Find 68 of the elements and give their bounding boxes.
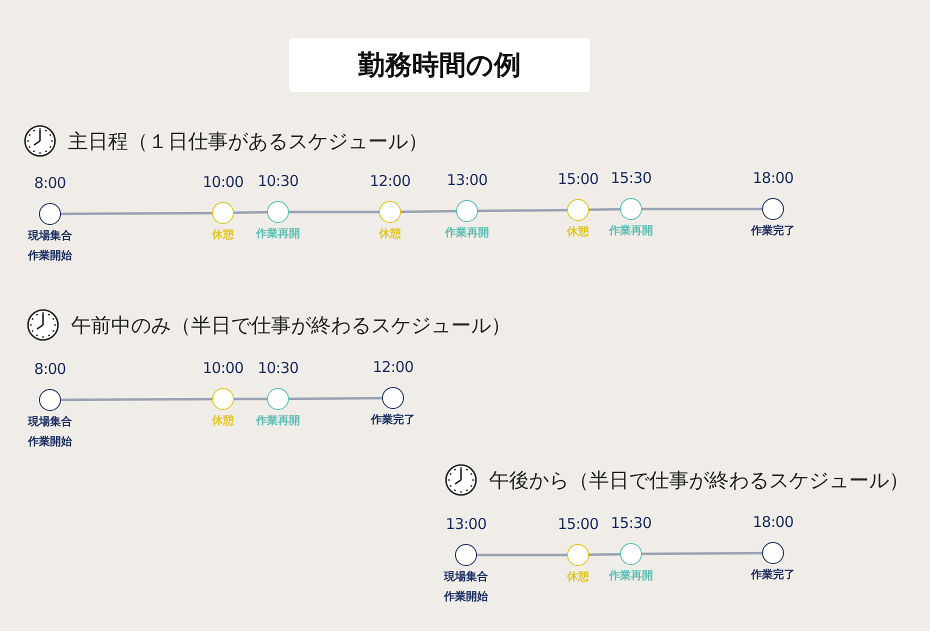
status-label: 作業開始 <box>444 589 488 604</box>
time-label: 15:30 <box>610 514 652 532</box>
time-label: 15:00 <box>558 170 598 188</box>
time-label: 12:00 <box>370 172 410 190</box>
timeline-line <box>400 210 456 214</box>
status-label: 現場集合 <box>28 414 72 429</box>
status-label: 作業完了 <box>751 567 795 582</box>
timeline-line <box>477 554 567 556</box>
timeline-line <box>234 210 268 214</box>
timeline-line <box>642 552 762 556</box>
timeline-circle <box>762 542 784 564</box>
section-heading: 主日程（１日仕事があるスケジュール） <box>68 128 428 155</box>
timeline-circle <box>567 199 589 221</box>
time-label: 15:30 <box>610 169 652 187</box>
timeline-circle <box>762 198 784 220</box>
timeline-circle <box>620 543 642 565</box>
timeline-circle <box>39 203 61 225</box>
timeline-circle <box>620 198 642 220</box>
time-label: 12:00 <box>372 358 414 376</box>
timeline-line <box>61 398 212 402</box>
timeline-line <box>289 210 379 214</box>
title-banner: 勤務時間の例 <box>289 38 590 92</box>
timeline-circle <box>382 387 404 409</box>
timeline-circle <box>455 544 477 566</box>
status-label: 作業開始 <box>28 434 72 449</box>
status-label: 作業再開 <box>609 223 653 238</box>
timeline-circle <box>456 200 478 222</box>
timeline-line <box>588 552 620 556</box>
timeline-line <box>61 212 212 216</box>
time-label: 10:30 <box>258 172 298 190</box>
status-label: 作業再開 <box>256 413 300 428</box>
time-label: 18:00 <box>752 169 794 187</box>
status-label: 作業完了 <box>751 223 795 238</box>
timeline-circle <box>267 201 289 223</box>
section-heading: 午前中のみ（半日で仕事が終わるスケジュール） <box>71 312 511 339</box>
status-label: 休憩 <box>212 227 234 242</box>
timeline-line <box>288 396 382 400</box>
timeline-circle <box>212 388 234 410</box>
time-label: 8:00 <box>34 360 66 378</box>
status-label: 休憩 <box>567 224 589 239</box>
timeline-circle <box>39 389 61 411</box>
status-label: 作業開始 <box>28 248 72 263</box>
status-label: 作業完了 <box>371 412 415 427</box>
timeline-circle <box>379 201 401 223</box>
status-label: 休憩 <box>379 226 401 241</box>
timeline-line <box>234 398 267 400</box>
timeline-line <box>588 208 620 212</box>
status-label: 休憩 <box>567 569 589 584</box>
time-label: 15:00 <box>558 515 598 533</box>
timeline-circle <box>212 202 234 224</box>
section-heading: 午後から（半日で仕事が終わるスケジュール） <box>489 467 909 494</box>
time-label: 10:30 <box>258 359 298 377</box>
time-label: 13:00 <box>446 515 486 533</box>
status-label: 作業再開 <box>445 225 489 240</box>
timeline-line <box>642 208 762 210</box>
time-label: 8:00 <box>34 174 66 192</box>
timeline-line <box>478 208 567 212</box>
status-label: 作業再開 <box>256 226 300 241</box>
status-label: 現場集合 <box>28 228 72 243</box>
time-label: 13:00 <box>446 171 488 189</box>
time-label: 18:00 <box>752 513 794 531</box>
status-label: 休憩 <box>212 413 234 428</box>
status-label: 作業再開 <box>609 568 653 583</box>
timeline-circle <box>567 544 589 566</box>
status-label: 現場集合 <box>444 569 488 584</box>
timeline-circle <box>267 388 289 410</box>
time-label: 10:00 <box>202 359 244 377</box>
time-label: 10:00 <box>202 173 244 191</box>
